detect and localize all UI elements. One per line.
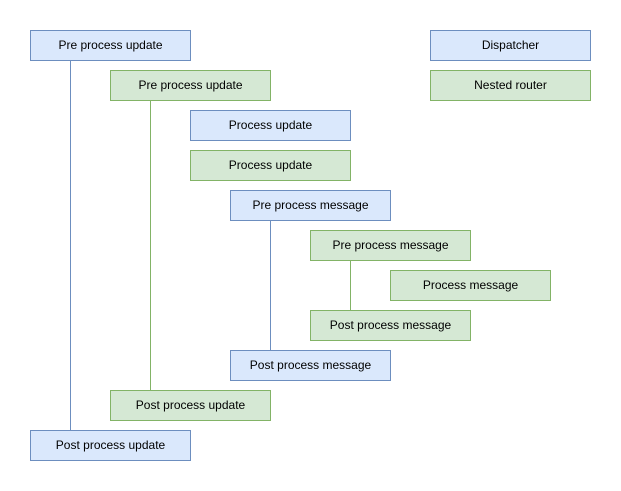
- dispatcher-post-process-message-node: Post process message: [230, 350, 391, 381]
- nested-router-process-update-node: Process update: [190, 150, 351, 181]
- dispatcher-post-process-update-node: Post process update: [30, 430, 191, 461]
- dispatcher-process-update-node: Process update: [190, 110, 351, 141]
- dispatcher-pre-process-message-node: Pre process message: [230, 190, 391, 221]
- nested-router-pre-process-message-node: Pre process message: [310, 230, 471, 261]
- nested-router-post-process-message-node: Post process message: [310, 310, 471, 341]
- connector-pre-post-update-nested-router: [150, 101, 151, 390]
- legend-nested-router: Nested router: [430, 70, 591, 101]
- connector-pre-post-update-dispatcher: [70, 61, 71, 430]
- nested-router-process-message-node: Process message: [390, 270, 551, 301]
- connector-pre-post-message-dispatcher: [270, 221, 271, 350]
- nested-router-post-process-update-node: Post process update: [110, 390, 271, 421]
- connector-pre-post-message-nested-router: [350, 261, 351, 310]
- legend-dispatcher: Dispatcher: [430, 30, 591, 61]
- nested-router-pre-process-update-node: Pre process update: [110, 70, 271, 101]
- dispatcher-pre-process-update-node: Pre process update: [30, 30, 191, 61]
